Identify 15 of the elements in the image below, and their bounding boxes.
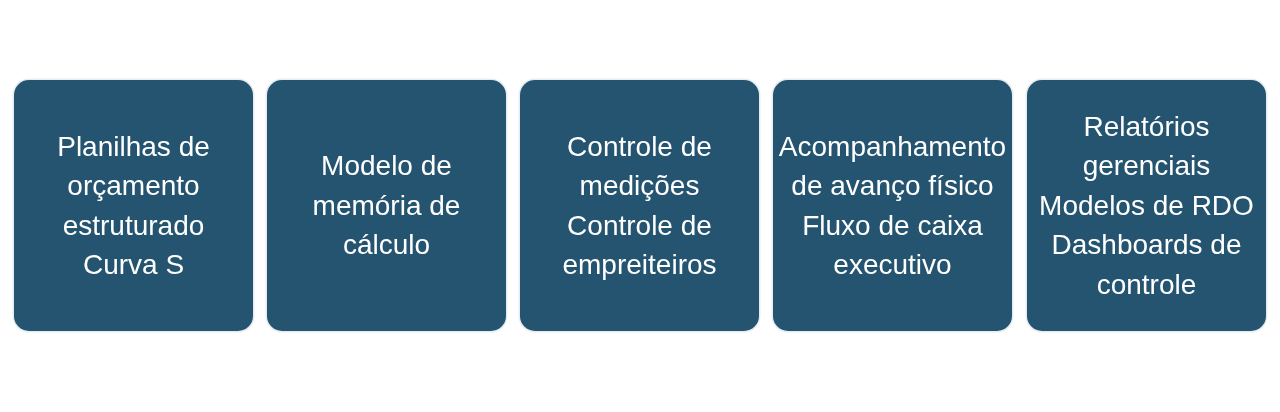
rounded-card — [14, 80, 253, 331]
card-label: Acompanhamento de avanço físico — [777, 129, 1008, 203]
card-label: Modelos de RDO — [1039, 188, 1254, 223]
card-label: Relatórios gerenciais — [1081, 109, 1212, 184]
card-label: Modelo de memória de cálculo — [311, 149, 462, 263]
card-label: Curva S — [82, 248, 185, 282]
card-label: Dashboards de controle — [1050, 228, 1243, 302]
card-label: Controle de empreiteiros — [561, 208, 718, 282]
rounded-card — [267, 80, 506, 331]
rounded-card — [1027, 80, 1266, 331]
card-label: Fluxo de caixa executivo — [801, 208, 984, 282]
rounded-card — [520, 80, 759, 331]
card-label: Controle de medições — [566, 129, 713, 203]
rounded-card — [773, 80, 1012, 331]
card-label: Planilhas de orçamento estruturado — [56, 129, 211, 243]
